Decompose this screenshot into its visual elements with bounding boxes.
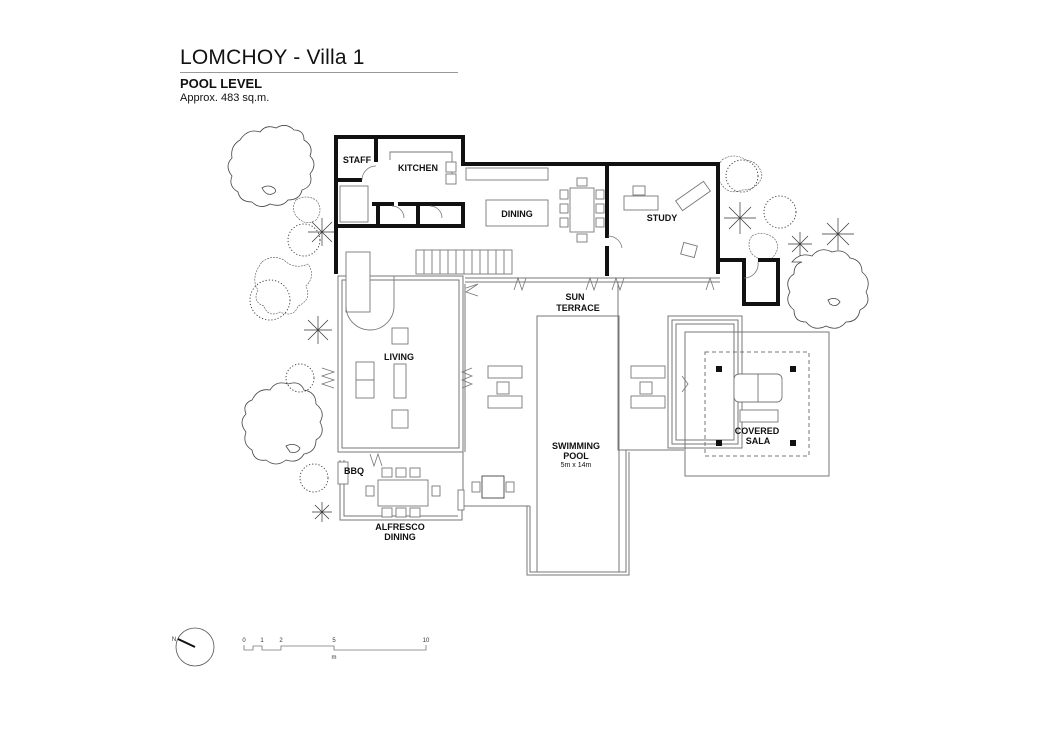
room-label-alfresco-2: DINING — [384, 532, 416, 542]
scale-tick-1: 1 — [260, 638, 264, 644]
room-label-alfresco-1: ALFRESCO — [375, 522, 425, 532]
scale-tick-0: 0 — [242, 638, 246, 644]
alfresco-table — [377, 479, 429, 507]
study-desk — [623, 195, 659, 211]
room-label-kitchen: KITCHEN — [398, 163, 438, 173]
tree-icon — [227, 125, 315, 207]
dining-table — [569, 187, 595, 233]
room-label-sala-1: COVERED — [735, 426, 780, 436]
tree-icon — [241, 382, 323, 465]
area-label: Approx. 483 sq.m. — [180, 92, 270, 104]
room-label-pool-1: SWIMMING — [552, 441, 600, 451]
title-divider — [180, 72, 458, 73]
walls — [334, 135, 780, 306]
room-label-sala-2: SALA — [746, 436, 771, 446]
bbq-unit — [337, 461, 349, 485]
room-label-dining: DINING — [501, 209, 533, 219]
room-label-sun-terrace-1: SUN — [565, 292, 584, 302]
room-label-study: STUDY — [647, 213, 678, 223]
title-block: LOMCHOY - Villa 1 POOL LEVEL Approx. 483… — [180, 46, 460, 105]
sala-columns — [716, 366, 796, 446]
north-label: N — [172, 637, 176, 643]
scale-tick-5: 5 — [332, 638, 336, 644]
palm-trees — [304, 202, 854, 522]
room-label-pool-2: POOL — [563, 451, 589, 461]
furniture — [337, 151, 783, 518]
room-label-bbq: BBQ — [344, 466, 364, 476]
tree-icon — [787, 249, 869, 329]
shrubs — [249, 159, 797, 493]
scale-unit: m — [332, 655, 337, 661]
north-arrow-icon: N — [172, 627, 215, 667]
room-label-living: LIVING — [384, 352, 414, 362]
plan-title: LOMCHOY - Villa 1 — [180, 46, 365, 69]
room-label-sun-terrace-2: TERRACE — [556, 303, 600, 313]
pool-dimensions: 5m x 14m — [561, 462, 592, 469]
scale-bar — [243, 645, 427, 651]
room-label-staff: STAFF — [343, 155, 372, 165]
doors — [320, 165, 759, 468]
scale-tick-2: 2 — [279, 638, 283, 644]
level-label: POOL LEVEL — [180, 76, 263, 91]
landscape-trees — [227, 125, 869, 465]
scale-tick-10: 10 — [423, 638, 430, 644]
